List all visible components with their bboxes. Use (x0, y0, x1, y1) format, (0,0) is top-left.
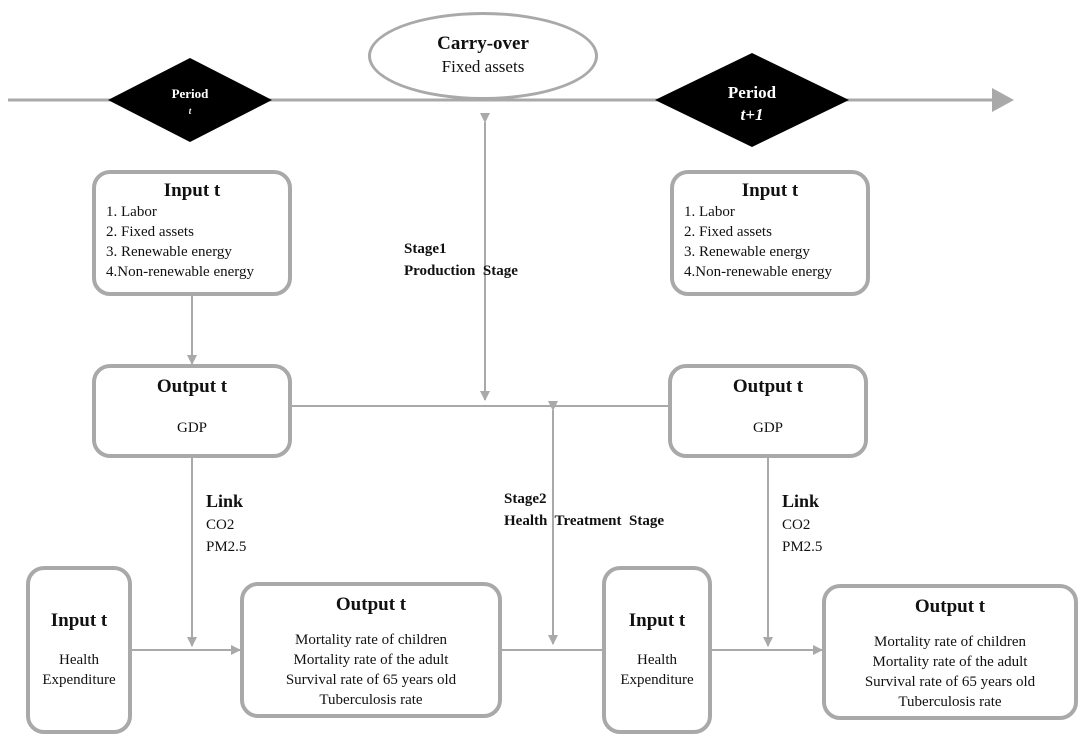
period-t1-text: Period (727, 83, 777, 102)
input-item-labor: 1. Labor (684, 204, 735, 220)
stage2-line1: Stage2 (504, 491, 547, 507)
health-input-box-left: Input t Health Expenditure (26, 566, 132, 734)
health-label: Health (637, 652, 677, 668)
health-input-box-right: Input t Health Expenditure (602, 566, 712, 734)
output-title: Output t (335, 594, 407, 615)
period-t1-label: Period t+1 (702, 82, 802, 126)
link-title: Link (206, 491, 244, 511)
output-item-child-mortality: Mortality rate of children (294, 632, 448, 648)
output-item-survival: Survival rate of 65 years old (864, 674, 1036, 690)
period-t-label: Period t (150, 86, 230, 119)
period-t1-diamond (655, 53, 849, 147)
input-item-renewable: 3. Renewable energy (106, 244, 232, 260)
link-label-left: Link CO2 PM2.5 (206, 490, 246, 558)
carry-over-title: Carry-over (437, 33, 529, 54)
output-title: Output t (914, 596, 986, 617)
output-item-survival: Survival rate of 65 years old (285, 672, 457, 688)
input-title: Input t (628, 610, 686, 631)
health-label: Health (59, 652, 99, 668)
period-t-text: Period (171, 86, 209, 101)
timeline-arrowhead (992, 88, 1014, 112)
output-title: Output t (156, 376, 228, 397)
period-t1-sub: t+1 (740, 105, 764, 124)
stage1-line2: Production Stage (404, 263, 518, 279)
expenditure-label: Expenditure (42, 672, 116, 688)
input-item-renewable: 3. Renewable energy (684, 244, 810, 260)
link-label-right: Link CO2 PM2.5 (782, 490, 822, 558)
input-item-fixed-assets: 2. Fixed assets (684, 224, 772, 240)
stage1-line1: Stage1 (404, 241, 447, 257)
output-gdp-box-left: Output t GDP (92, 364, 292, 458)
stage2-label: Stage2 Health Treatment Stage (504, 488, 664, 532)
health-output-box-left: Output t Mortality rate of children Mort… (240, 582, 502, 718)
input-box-top-left: Input t 1. Labor 2. Fixed assets 3. Rene… (92, 170, 292, 296)
output-gdp-box-right: Output t GDP (668, 364, 868, 458)
output-item-tuberculosis: Tuberculosis rate (898, 694, 1002, 710)
output-title: Output t (732, 376, 804, 397)
input-title: Input t (741, 180, 799, 201)
health-output-box-right: Output t Mortality rate of children Mort… (822, 584, 1078, 720)
input-title: Input t (50, 610, 108, 631)
output-item-adult-mortality: Mortality rate of the adult (872, 654, 1028, 670)
link-item-co2: CO2 (782, 517, 811, 533)
expenditure-label: Expenditure (620, 672, 694, 688)
output-gdp-value: GDP (752, 420, 783, 436)
period-t-diamond (108, 58, 272, 142)
carry-over-subtitle: Fixed assets (441, 57, 525, 76)
link-item-pm25: PM2.5 (782, 539, 823, 555)
input-item-nonrenewable: 4.Non-renewable energy (684, 264, 832, 280)
input-box-top-right: Input t 1. Labor 2. Fixed assets 3. Rene… (670, 170, 870, 296)
period-t-sub: t (188, 106, 192, 116)
input-item-nonrenewable: 4.Non-renewable energy (106, 264, 254, 280)
output-gdp-value: GDP (176, 420, 207, 436)
stage1-label: Stage1 Production Stage (404, 238, 518, 282)
input-item-labor: 1. Labor (106, 204, 157, 220)
input-item-fixed-assets: 2. Fixed assets (106, 224, 194, 240)
carry-over-node: Carry-over Fixed assets (368, 12, 598, 100)
stage2-line2: Health Treatment Stage (504, 513, 664, 529)
output-item-tuberculosis: Tuberculosis rate (319, 692, 423, 708)
link-title: Link (782, 491, 820, 511)
output-item-child-mortality: Mortality rate of children (873, 634, 1027, 650)
link-item-pm25: PM2.5 (206, 539, 247, 555)
input-title: Input t (163, 180, 221, 201)
link-item-co2: CO2 (206, 517, 235, 533)
output-item-adult-mortality: Mortality rate of the adult (293, 652, 449, 668)
